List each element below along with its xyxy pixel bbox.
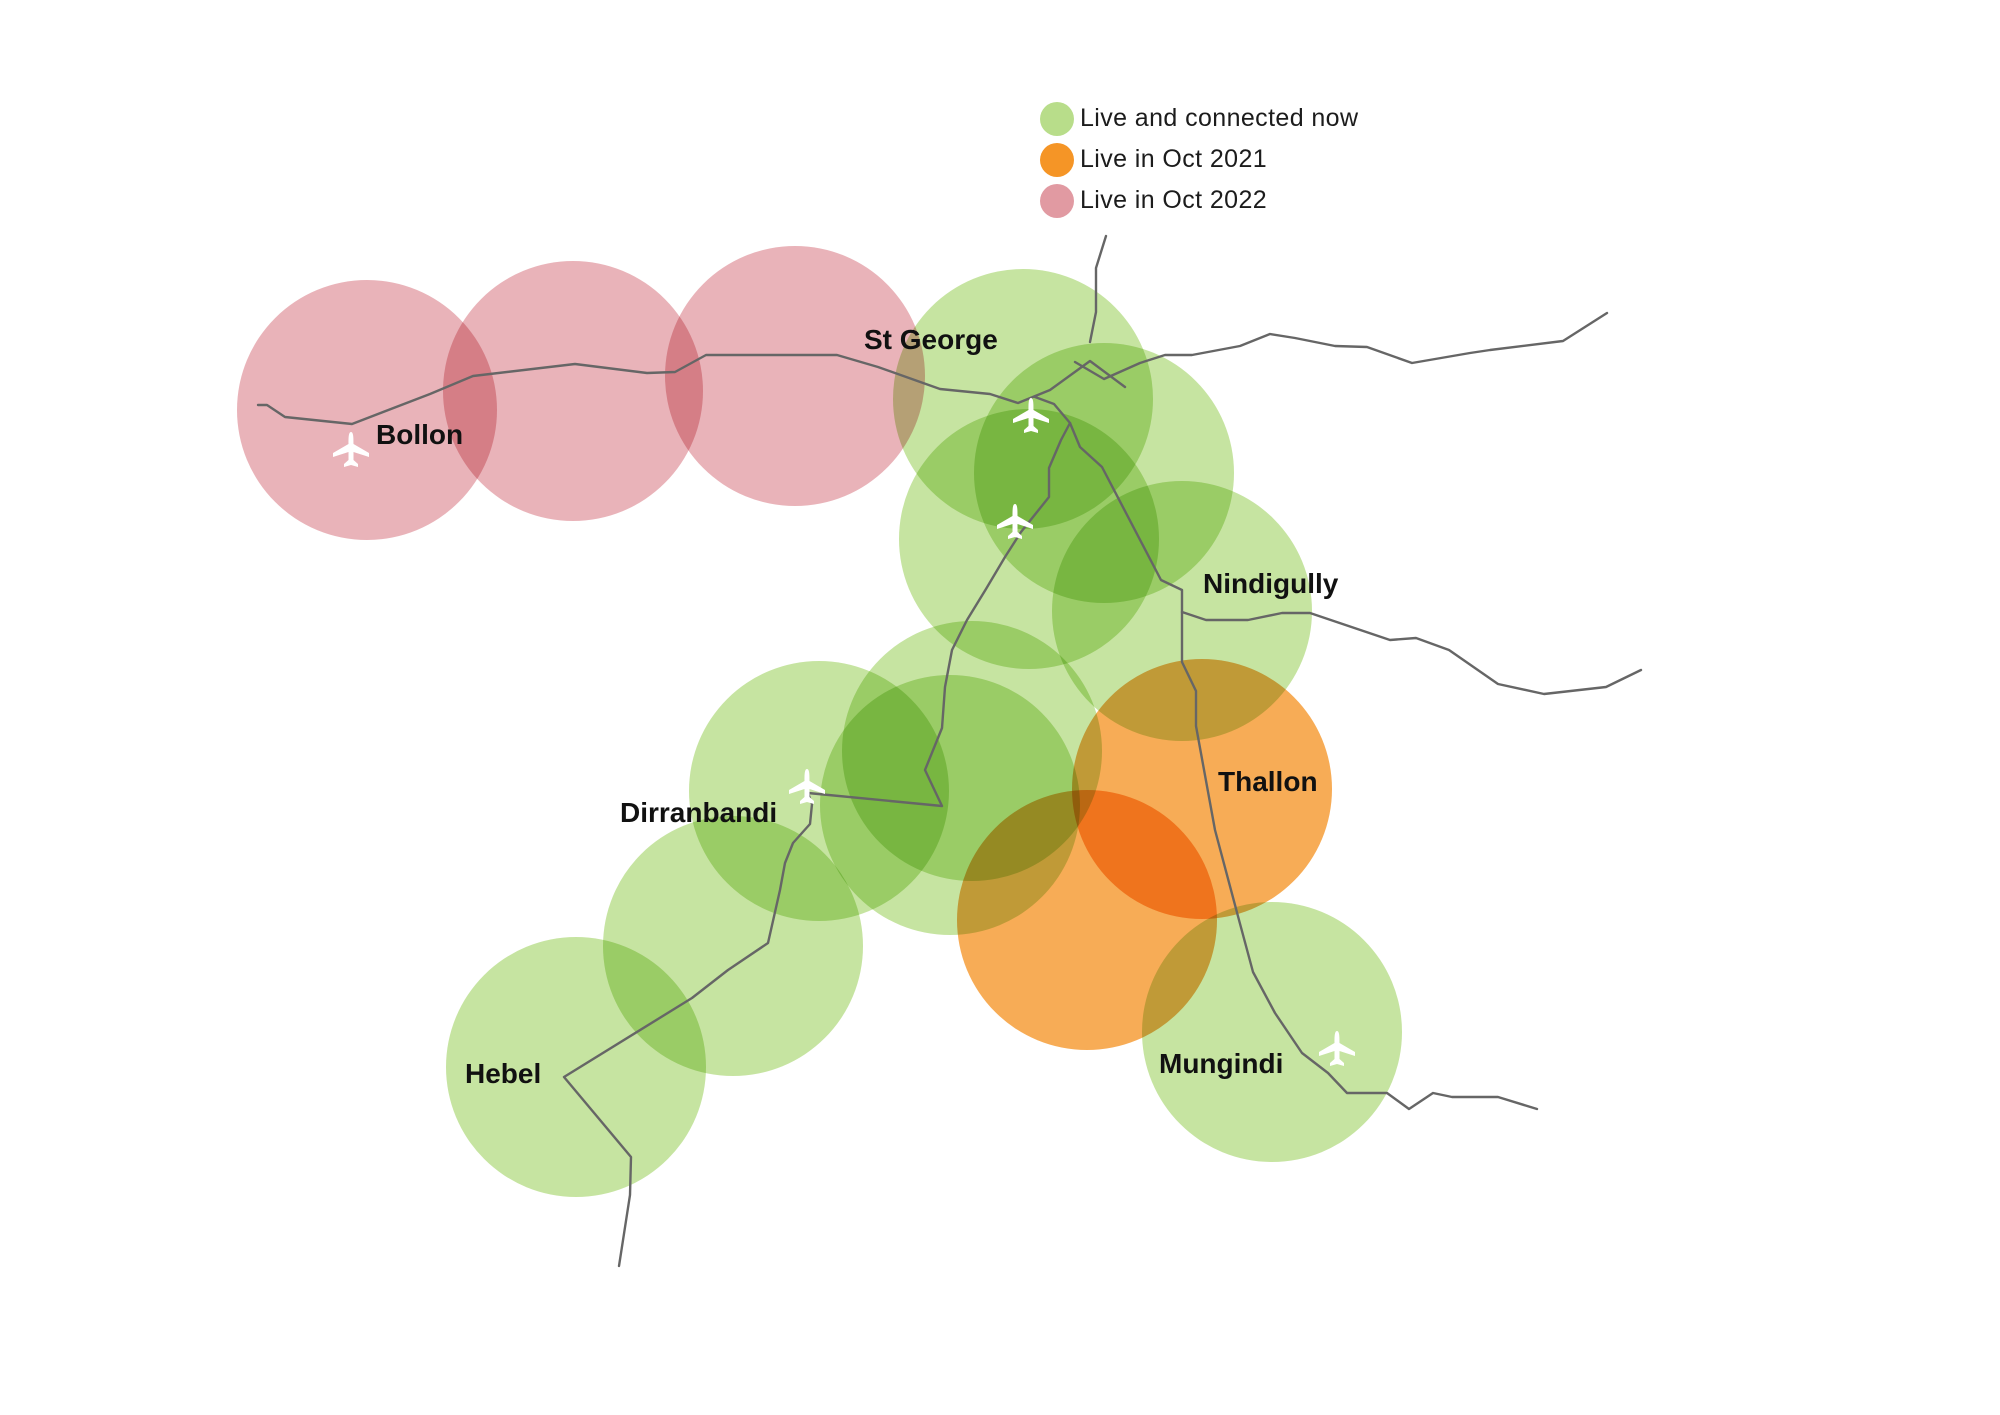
road-bollon-st-george (256, 353, 1127, 426)
coverage-area-hebel (446, 937, 706, 1197)
legend: Live and connected now Live in Oct 2021 … (1040, 98, 1358, 221)
legend-swatch-oct-2021 (1040, 142, 1074, 177)
road-st-george-north (1088, 234, 1108, 344)
town-label-mungindi: Mungindi (1159, 1048, 1283, 1079)
road-east-from-st-george (1073, 311, 1609, 381)
town-label-thallon: Thallon (1218, 766, 1318, 797)
coverage-areas (237, 246, 1402, 1197)
town-label-nindigully: Nindigully (1203, 568, 1339, 599)
road-st-george-nindigully-mungindi (1033, 395, 1539, 1111)
coverage-area-bollon-east (443, 261, 703, 521)
legend-label: Live and connected now (1080, 104, 1359, 132)
legend-item-oct-2021: Live in Oct 2021 (1040, 139, 1358, 180)
town-label-st-george: St George (864, 324, 998, 355)
road-nindigully-east (1180, 610, 1643, 696)
town-label-bollon: Bollon (376, 419, 463, 450)
airports (333, 398, 1355, 1066)
town-labels: Bollon St George Nindigully Thallon Dirr… (376, 324, 1339, 1089)
legend-label: Live in Oct 2021 (1080, 145, 1268, 173)
coverage-area-bollon (237, 280, 497, 540)
town-label-dirranbandi: Dirranbandi (620, 797, 777, 828)
legend-label: Live in Oct 2022 (1080, 186, 1268, 214)
legend-swatch-live-now (1040, 101, 1074, 136)
legend-swatch-oct-2022 (1040, 183, 1074, 218)
airplane-icon (997, 504, 1033, 539)
coverage-area-west-of-st-george (665, 246, 925, 506)
coverage-area-south-of-thallon (957, 790, 1217, 1050)
airplane-icon (333, 432, 369, 467)
airplane-icon (1319, 1031, 1355, 1066)
airplane-icon (789, 769, 825, 804)
airplane-icon (1013, 398, 1049, 433)
legend-item-live-now: Live and connected now (1040, 98, 1358, 139)
legend-item-oct-2022: Live in Oct 2022 (1040, 180, 1358, 221)
town-label-hebel: Hebel (465, 1058, 541, 1089)
